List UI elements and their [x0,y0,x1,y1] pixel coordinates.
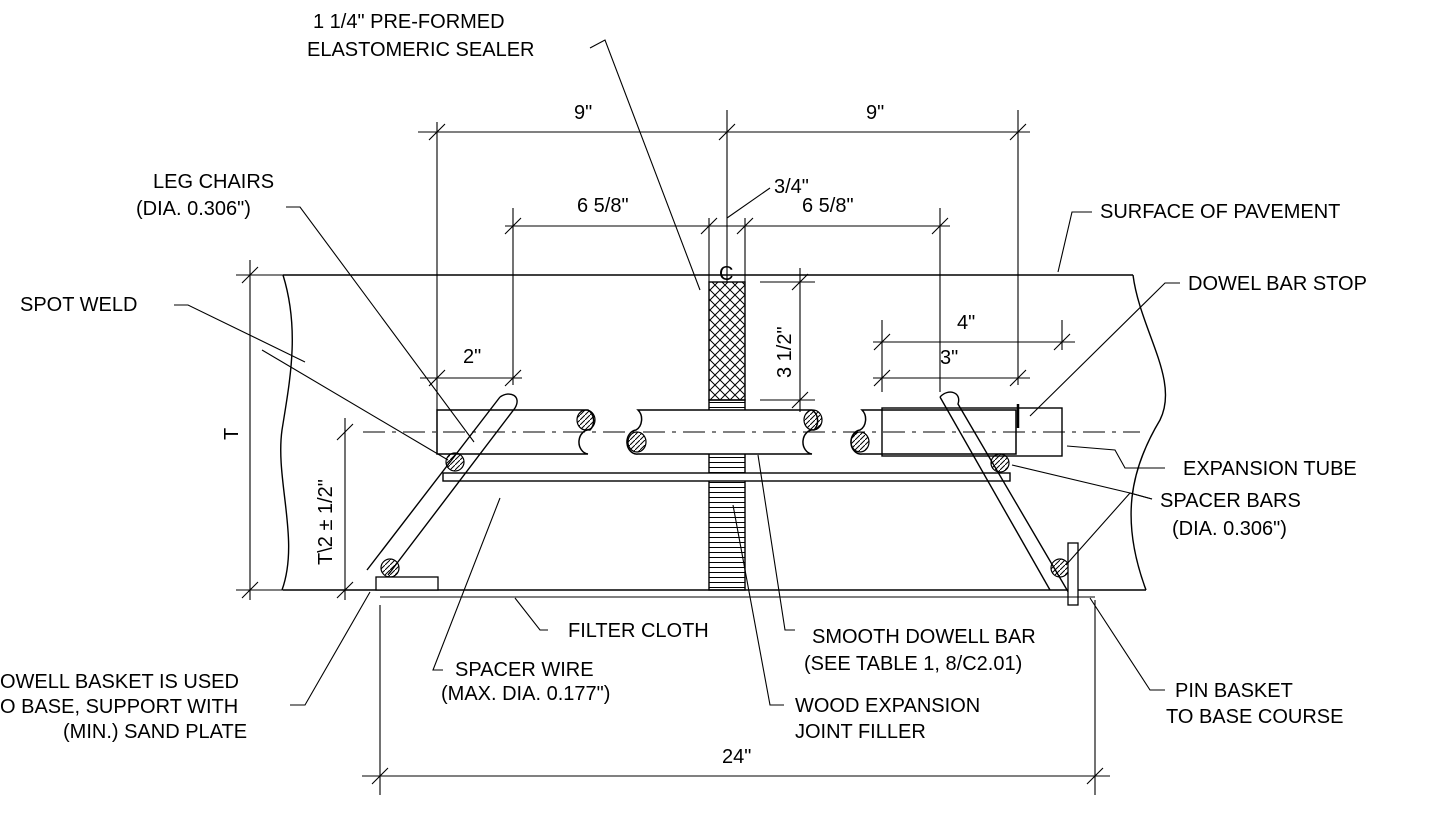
leader-lines [174,39,1180,706]
sealer-label-line2: ELASTOMERIC SEALER [307,39,534,61]
surface-of-pavement-label: SURFACE OF PAVEMENT [1100,201,1340,223]
spacer-wire-label-line1: SPACER WIRE [455,659,594,681]
dim-right-3: 3" [940,347,958,369]
basket-frame [366,391,1079,606]
smooth-dowel-bar-label-line1: SMOOTH DOWELL BAR [812,626,1036,648]
dim-right-4: 4" [957,312,975,334]
sand-plate-note-line1: OWELL BASKET IS USED [0,671,239,693]
centerline-symbol: C [719,263,733,285]
dim-right-6-5-8: 6 5/8" [802,195,854,217]
elastomeric-sealer [708,281,746,401]
spacer-wire-label-line2: (MAX. DIA. 0.177") [441,683,610,705]
spacer-bars-label-line2: (DIA. 0.306") [1172,518,1287,540]
sand-plate-note-line2: O BASE, SUPPORT WITH [0,696,238,718]
wood-filler-label-line2: JOINT FILLER [795,721,926,743]
leg-chairs-label-line2: (DIA. 0.306") [136,198,251,220]
dowel-bar-stop-label: DOWEL BAR STOP [1188,273,1367,295]
expansion-tube-label: EXPANSION TUBE [1183,458,1357,480]
dim-right-9: 9" [866,102,884,124]
dim-left-6-5-8: 6 5/8" [577,195,629,217]
dim-overall-24: 24" [722,746,751,768]
dimension-lines [236,110,1110,795]
pin-basket-label-line2: TO BASE COURSE [1166,706,1343,728]
leg-chairs-label-line1: LEG CHAIRS [153,171,274,193]
smooth-dowel-bar-label-line2: (SEE TABLE 1, 8/C2.01) [804,653,1022,675]
spacer-bars-label-line1: SPACER BARS [1160,490,1301,512]
dim-left-9: 9" [574,102,592,124]
sealer-label-line1: 1 1/4" PRE-FORMED [313,11,505,33]
dim-left-2: 2" [463,346,481,368]
pin-basket-label-line1: PIN BASKET [1175,680,1293,702]
dim-joint-3-4: 3/4" [774,176,809,198]
wood-filler-label-line1: WOOD EXPANSION [795,695,980,717]
dim-slab-T: T [221,428,243,440]
dim-half-T: T\2 ± 1/2" [315,479,337,565]
filter-cloth-label: FILTER CLOTH [568,620,709,642]
dim-sealer-depth: 3 1/2" [774,326,796,378]
spot-weld-label: SPOT WELD [20,294,137,316]
sand-plate-note-line3: (MIN.) SAND PLATE [63,721,247,743]
